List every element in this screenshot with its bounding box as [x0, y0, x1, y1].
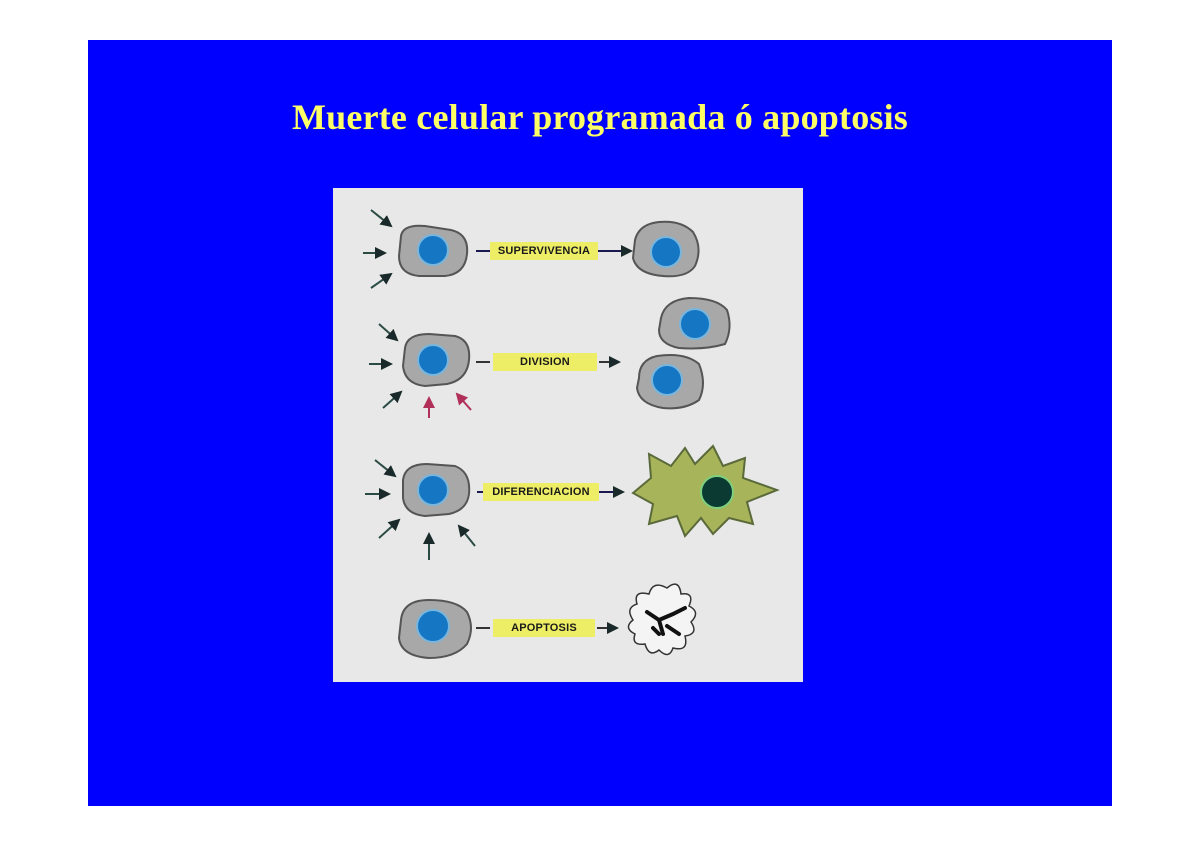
nucleus-icon: [679, 308, 711, 340]
slide-title: Muerte celular programada ó apoptosis: [291, 97, 909, 137]
row-division: [369, 296, 731, 418]
nucleus-icon: [417, 344, 449, 376]
nucleus-icon: [416, 609, 450, 643]
label-supervivencia: SUPERVIVENCIA: [490, 242, 598, 260]
nucleus-icon: [650, 236, 682, 268]
chromatin-fragments-icon: [645, 606, 687, 636]
nucleus-icon: [417, 234, 449, 266]
label-apoptosis: APOPTOSIS: [493, 619, 595, 637]
label-diferenciacion: DIFERENCIACION: [483, 483, 599, 501]
nucleus-icon: [651, 364, 683, 396]
row-supervivencia: [363, 209, 700, 289]
diagram-graphics: [363, 209, 780, 660]
signal-arrows-red-icon: [423, 392, 472, 418]
apoptosis-diagram: SUPERVIVENCIA DIVISION DIFERENCIACION AP…: [333, 188, 803, 682]
signal-arrows-icon: [369, 323, 403, 409]
nucleus-icon: [417, 474, 449, 506]
differentiated-nucleus-icon: [700, 475, 734, 509]
signal-arrows-icon: [365, 459, 476, 560]
label-division: DIVISION: [493, 353, 597, 371]
row-apoptosis: [397, 583, 697, 660]
row-diferenciacion: [365, 444, 780, 560]
signal-arrows-icon: [363, 209, 393, 289]
